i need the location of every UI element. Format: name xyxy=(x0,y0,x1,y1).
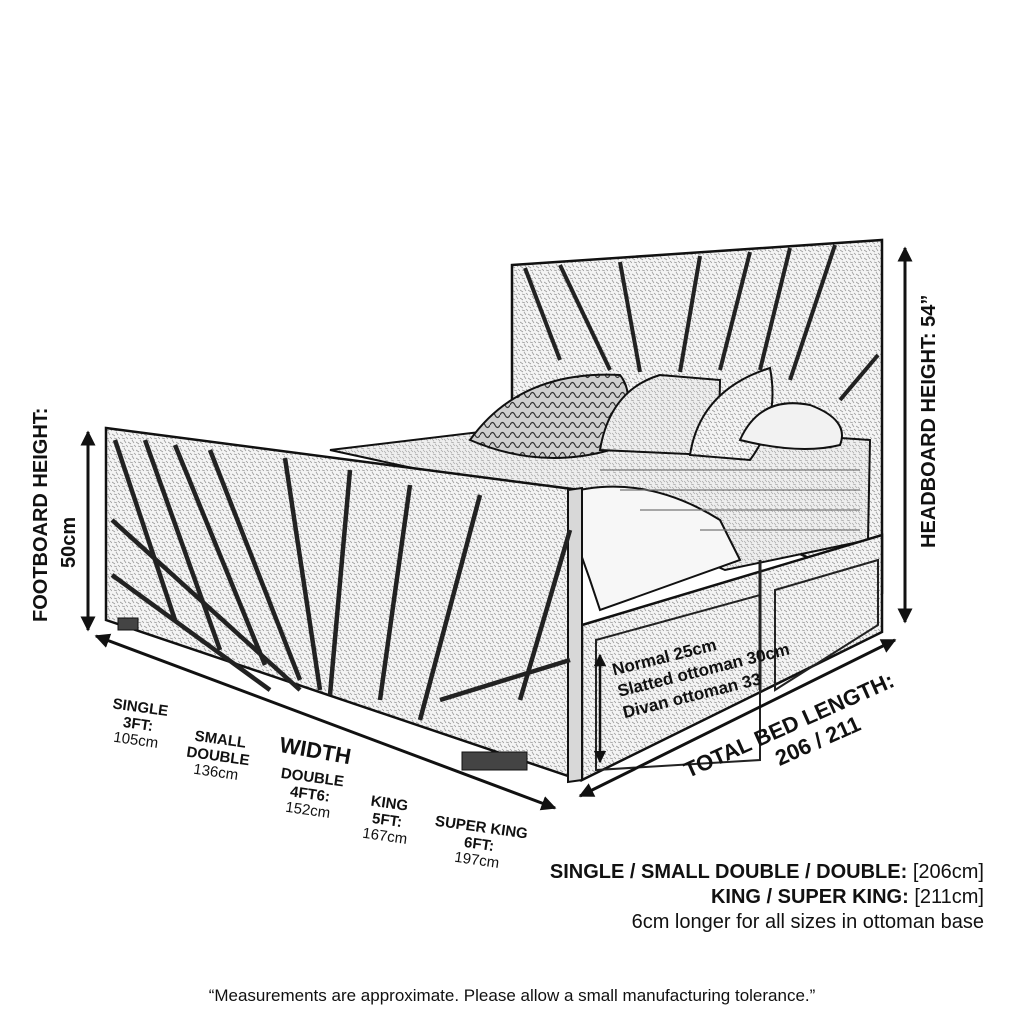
length-note-2-value: [211cm] xyxy=(914,886,984,908)
footboard-height-value: 50cm xyxy=(58,517,81,568)
pillows xyxy=(468,366,843,462)
footboard-height-label: FOOTBOARD HEIGHT: xyxy=(30,408,53,622)
dimension-arrows xyxy=(80,246,913,811)
disclaimer: “Measurements are approximate. Please al… xyxy=(208,986,816,1005)
length-notes: SINGLE / SMALL DOUBLE / DOUBLE: [206cm] … xyxy=(550,860,984,935)
length-note-2: KING / SUPER KING: [211cm] xyxy=(550,885,984,910)
headboard-height-label: HEADBOARD HEIGHT: 54” xyxy=(918,295,941,548)
length-arrow xyxy=(578,638,897,798)
length-note-1-label: SINGLE / SMALL DOUBLE / DOUBLE: xyxy=(549,861,908,883)
width-arrow xyxy=(94,633,557,811)
length-note-1: SINGLE / SMALL DOUBLE / DOUBLE: [206cm] xyxy=(550,860,984,885)
headboard-height-text: HEADBOARD HEIGHT: 54” xyxy=(918,294,940,548)
width-king: KING 5FT: 167cm xyxy=(349,791,425,850)
length-note-1-value: [206cm] xyxy=(912,861,984,883)
length-note-2-label: KING / SUPER KING: xyxy=(710,886,909,908)
footboard-height-value-text: 50cm xyxy=(58,516,80,568)
length-note-3: 6cm longer for all sizes in ottoman base xyxy=(631,911,984,933)
footboard-height-title: FOOTBOARD HEIGHT: xyxy=(30,407,52,622)
